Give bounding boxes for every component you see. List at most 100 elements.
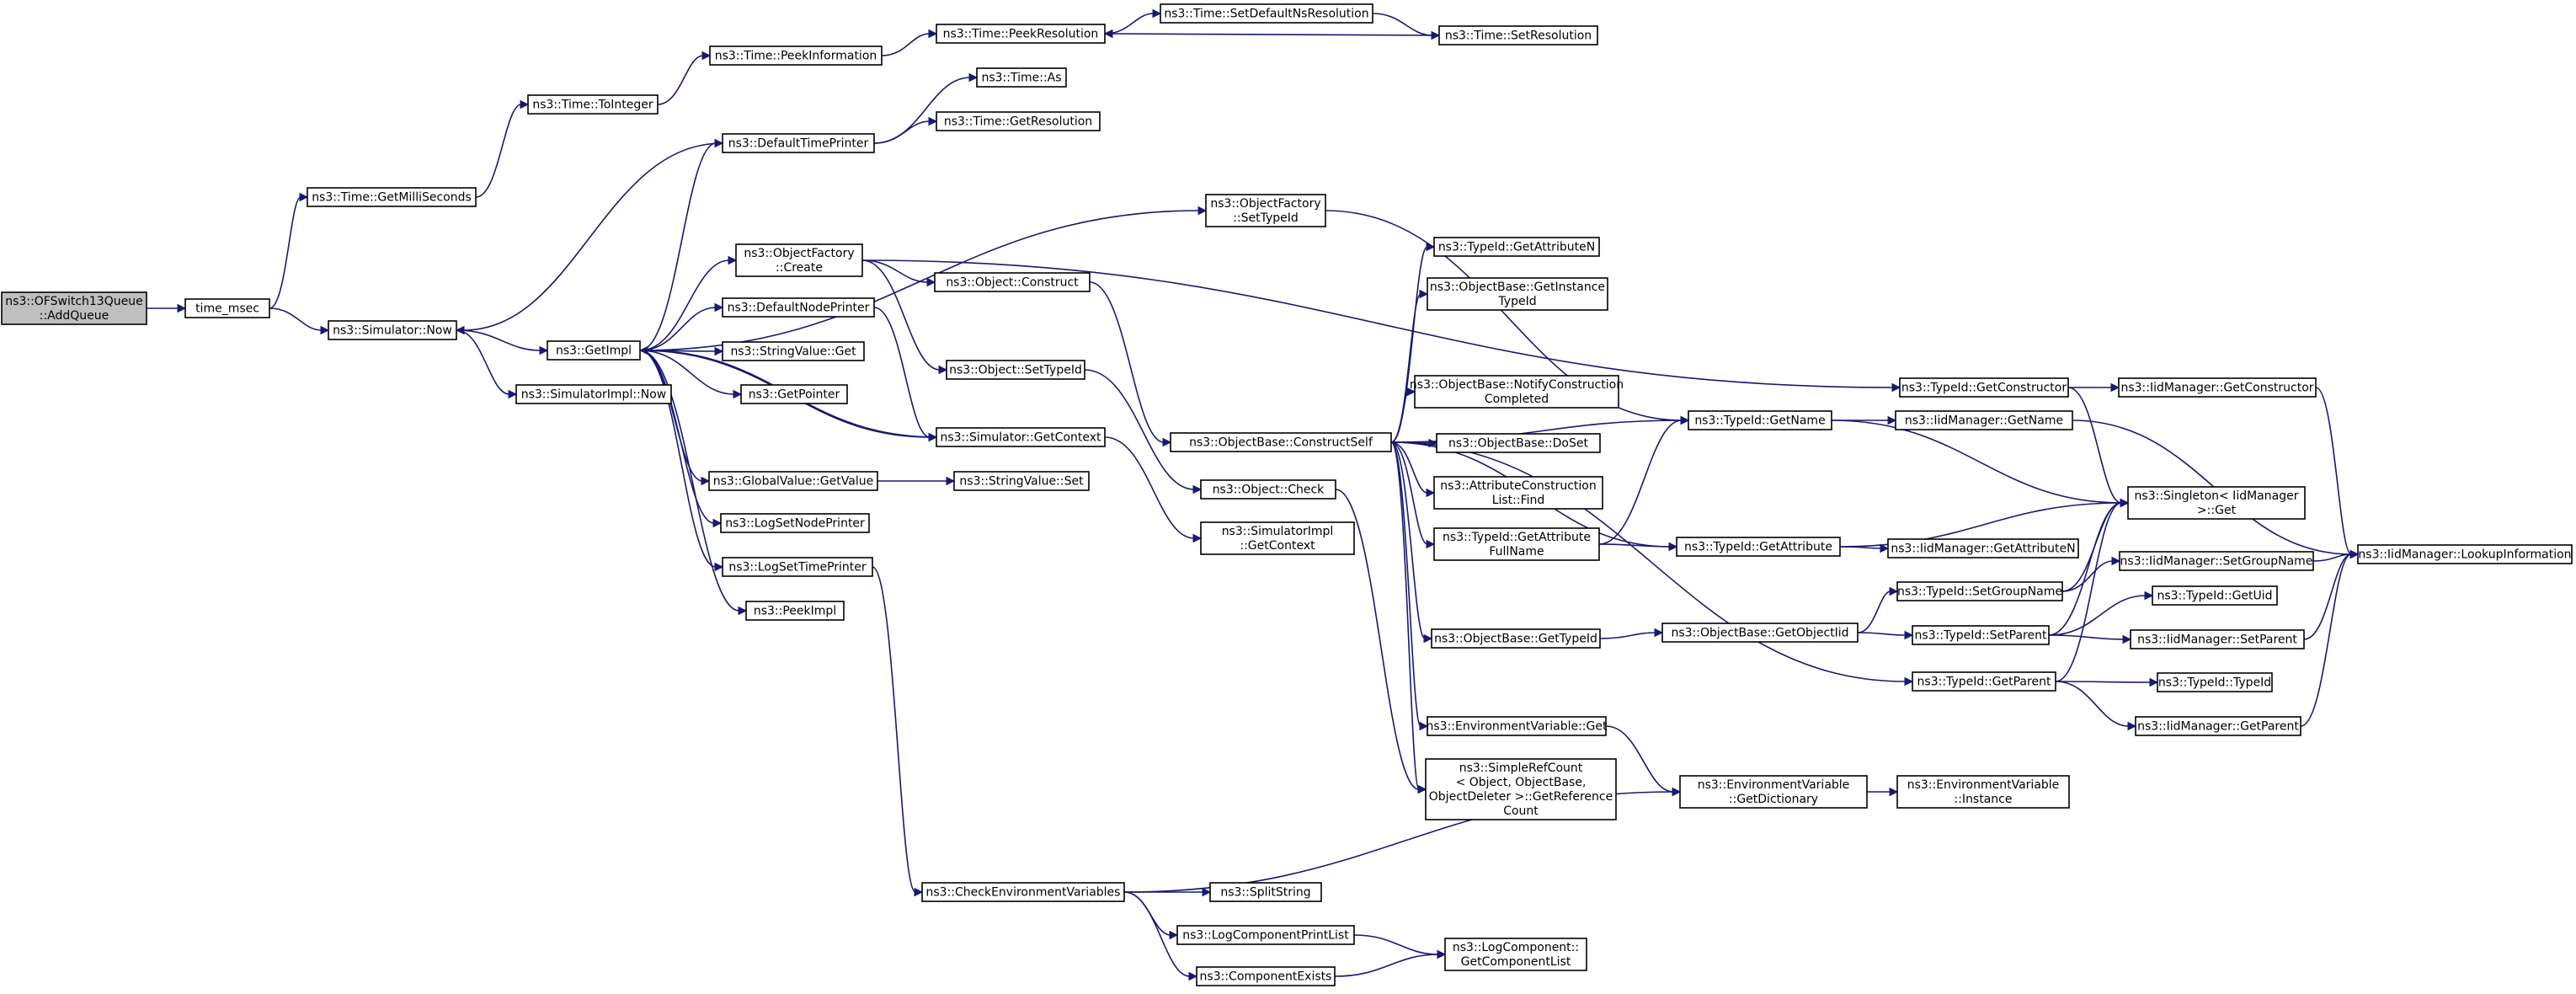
node-objcheck[interactable]: ns3::Object::Check [1200,479,1336,500]
node-box [946,360,1085,380]
node-peekres[interactable]: ns3::Time::PeekResolution [936,24,1106,44]
node-envdict[interactable]: ns3::EnvironmentVariable::GetDictionary [1679,775,1868,809]
arrowhead [1426,539,1436,549]
node-getobjtid[interactable]: ns3::ObjectBase::GetObjectIid [1661,623,1859,643]
node-getimpl[interactable]: ns3::GetImpl [547,340,641,361]
edge-line [462,142,723,331]
node-iidgetname[interactable]: ns3::IidManager::GetName [1895,410,2073,430]
edge-line [2300,553,2352,727]
node-box [1433,237,1600,257]
node-doset[interactable]: ns3::ObjectBase::DoSet [1436,433,1601,453]
node-label: ns3::PeekImpl [754,605,836,618]
edge-tidgetattr-to-iidgetattrn [1839,543,1890,553]
node-simimplctx[interactable]: ns3::SimulatorImpl::GetContext [1200,521,1355,555]
node-obgettid[interactable]: ns3::ObjectBase::GetTypeId [1431,628,1601,649]
node-tidgetparent[interactable]: ns3::TypeId::GetParent [1912,671,2056,692]
node-simimplnow[interactable]: ns3::SimulatorImpl::Now [515,384,672,404]
node-notify[interactable]: ns3::ObjectBase::NotifyConstructionCompl… [1410,375,1624,409]
edge-line [456,329,510,395]
edge-line [1598,543,1671,548]
edge-line [1084,369,1195,490]
node-deftime[interactable]: ns3::DefaultTimePrinter [722,133,875,153]
node-logprint[interactable]: ns3::LogComponentPrintList [1176,925,1355,945]
node-getpointer[interactable]: ns3::GetPointer [740,384,848,404]
node-objsettid[interactable]: ns3::Object::SetTypeId [946,360,1085,380]
node-iidsetparent[interactable]: ns3::IidManager::SetParent [2130,629,2305,649]
arrowhead [1889,787,1899,797]
node-simnow[interactable]: ns3::Simulator::Now [328,320,457,340]
edge-line [1390,246,1428,443]
node-iidgetctor[interactable]: ns3::IidManager::GetConstructor [2118,377,2317,398]
edge-line [1123,891,1171,936]
node-setres[interactable]: ns3::Time::SetResolution [1438,25,1598,45]
node-gvget[interactable]: ns3::GlobalValue::GetValue [708,471,878,491]
node-label: ns3::GetPointer [749,388,840,402]
edge-getimpl-to-defnode [639,302,724,351]
node-label: ns3::IidManager::GetConstructor [2120,382,2313,395]
node-tidgetattr[interactable]: ns3::TypeId::GetAttribute [1676,537,1841,557]
node-iidgetparent[interactable]: ns3::IidManager::GetParent [2135,716,2301,736]
node-compexists[interactable]: ns3::ComponentExists [1196,966,1336,986]
node-getres[interactable]: ns3::Time::GetResolution [936,111,1101,131]
node-time_msec[interactable]: time_msec [184,298,270,318]
node-box [1209,882,1322,902]
node-root[interactable]: ns3::OFSwitch13Queue::AddQueue [1,291,147,325]
arrowhead [1188,971,1198,981]
node-singleton[interactable]: ns3::Singleton< IidManager>::Get [2127,486,2306,520]
node-envinst[interactable]: ns3::EnvironmentVariable::Instance [1896,775,2070,809]
node-ofsettid[interactable]: ns3::ObjectFactory::SetTypeId [1205,194,1326,227]
node-tidtid[interactable]: ns3::TypeId::TypeId [2157,672,2273,692]
node-label: ns3::Time::GetResolution [944,115,1092,129]
node-peekimpl[interactable]: ns3::PeekImpl [745,601,845,621]
edge-line [1599,632,1656,639]
node-lookup[interactable]: ns3::IidManager::LookupInformation [2357,544,2573,564]
node-label: ns3::ObjectFactory [744,247,854,260]
node-setdefns[interactable]: ns3::Time::SetDefaultNsResolution [1160,3,1373,24]
node-simplerc[interactable]: ns3::SimpleRefCount< Object, ObjectBase,… [1425,758,1617,820]
node-logsettime[interactable]: ns3::LogSetTimePrinter [722,557,873,577]
node-label: ns3::TypeId::GetAttribute [1443,531,1591,544]
arrowhead [712,518,723,528]
node-ofcreate[interactable]: ns3::ObjectFactory::Create [735,243,863,277]
node-label: ns3::LogComponentPrintList [1182,929,1349,943]
node-strget[interactable]: ns3::StringValue::Get [722,341,865,361]
node-label: ::GetDictionary [1729,793,1818,806]
node-tidsetparent[interactable]: ns3::TypeId::SetParent [1912,625,2050,645]
arrowhead [2349,549,2360,559]
node-tointeger[interactable]: ns3::Time::ToInteger [527,94,659,115]
node-label: ns3::ObjectBase::GetTypeId [1434,633,1597,646]
node-label: ns3::TypeId::GetUid [2157,590,2272,603]
node-splitstr[interactable]: ns3::SplitString [1209,882,1322,902]
node-objconstruct[interactable]: ns3::Object::Construct [934,272,1091,292]
node-setgroup[interactable]: ns3::TypeId::SetGroupName [1896,581,2063,601]
edge-line [1390,441,1420,790]
node-tidgetctor[interactable]: ns3::TypeId::GetConstructor [1899,377,2069,398]
node-iidgetattrn[interactable]: ns3::IidManager::GetAttributeN [1887,538,2079,558]
node-label: ::SetTypeId [1233,211,1299,225]
edge-line [1390,391,1409,443]
node-envget[interactable]: ns3::EnvironmentVariable::Get [1427,716,1608,736]
node-constructself[interactable]: ns3::ObjectBase::ConstructSelf [1170,432,1392,452]
node-box [722,341,865,361]
node-tidgetname[interactable]: ns3::TypeId::GetName [1688,410,1832,430]
node-label: ns3::Time::GetMilliSeconds [312,191,472,205]
node-tidgetuid[interactable]: ns3::TypeId::GetUid [2152,585,2278,606]
edge-setgroup-to-iidsetgroup [2061,556,2121,592]
node-getattrn[interactable]: ns3::TypeId::GetAttributeN [1433,237,1600,257]
node-getcomplist[interactable]: ns3::LogComponent::GetComponentList [1444,938,1587,971]
node-logsetnode[interactable]: ns3::LogSetNodePrinter [720,513,870,533]
edge-line [1372,13,1433,36]
node-timeas[interactable]: ns3::Time::As [976,67,1067,88]
node-checkenv[interactable]: ns3::CheckEnvironmentVariables [921,882,1125,902]
node-simctx[interactable]: ns3::Simulator::GetContext [936,427,1106,447]
node-defnode[interactable]: ns3::DefaultNodePrinter [722,297,875,318]
edge-line [1334,954,1439,977]
node-box [1170,432,1392,452]
node-getmilli[interactable]: ns3::Time::GetMilliSeconds [307,187,477,207]
node-strset[interactable]: ns3::StringValue::Set [953,471,1090,491]
node-iidsetgroup[interactable]: ns3::IidManager::SetGroupName [2119,551,2314,571]
node-peekinfo[interactable]: ns3::Time::PeekInformation [709,45,883,66]
